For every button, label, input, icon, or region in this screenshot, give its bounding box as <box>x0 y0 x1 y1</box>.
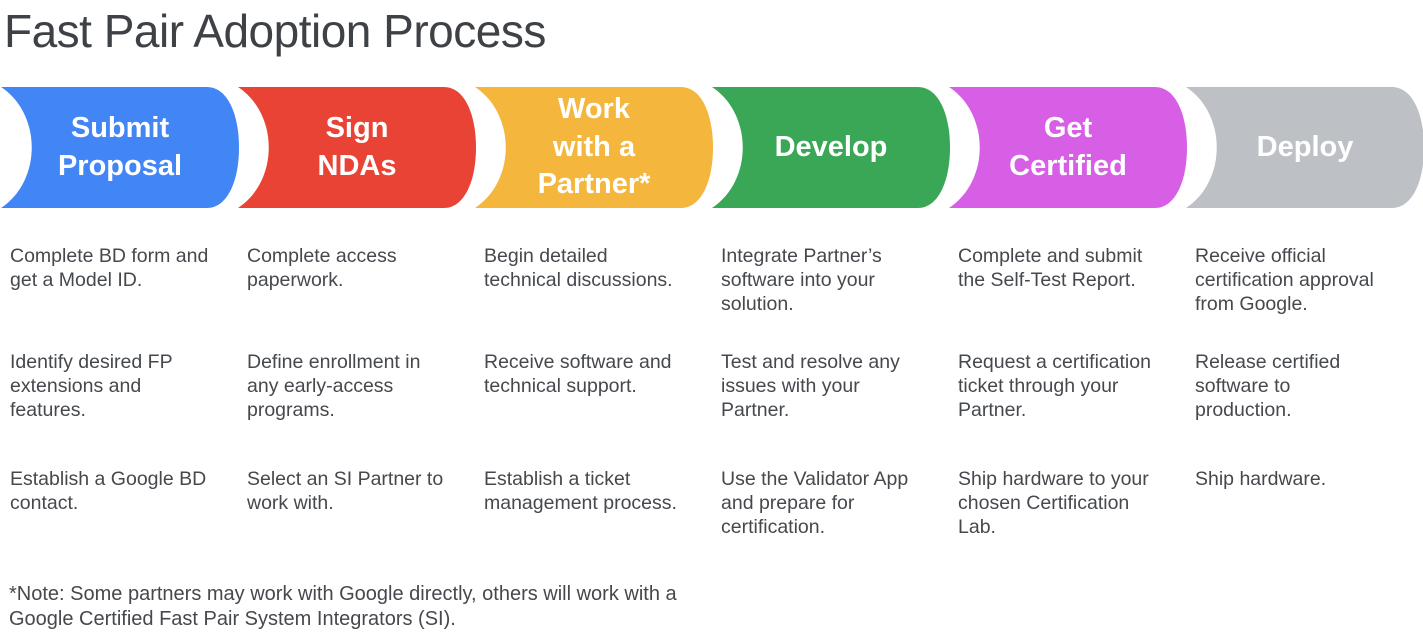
footnote: *Note: Some partners may work with Googl… <box>9 583 677 630</box>
step-text: Request a certification ticket through y… <box>958 351 1151 421</box>
stage-shape <box>949 87 1187 208</box>
step-text: Receive software and technical support. <box>484 351 672 397</box>
stage-shape <box>712 87 950 208</box>
stage-deploy: Deploy <box>1186 87 1423 208</box>
process-band: Submit Proposal Sign NDAs Work with a Pa… <box>0 87 1423 208</box>
step-text: Receive official certification approval … <box>1195 245 1374 315</box>
step-text: Release certified software to production… <box>1195 351 1341 421</box>
step-text: Establish a ticket management process. <box>484 468 677 514</box>
step-text: Complete access paperwork. <box>247 245 397 291</box>
page-title: Fast Pair Adoption Process <box>4 5 546 57</box>
step-text: Begin detailed technical discussions. <box>484 245 673 291</box>
step-text: Ship hardware to your chosen Certificati… <box>958 468 1149 538</box>
stage-work-with-partner: Work with a Partner* <box>475 87 713 208</box>
step-text: Define enrollment in any early-access pr… <box>247 351 421 421</box>
step-text: Select an SI Partner to work with. <box>247 468 444 514</box>
step-text: Test and resolve any issues with your Pa… <box>721 351 900 421</box>
step-text: Use the Validator App and prepare for ce… <box>721 468 909 538</box>
step-text: Integrate Partner’s software into your s… <box>721 245 882 315</box>
stage-sign-ndas: Sign NDAs <box>238 87 476 208</box>
step-text: Identify desired FP extensions and featu… <box>10 351 173 421</box>
stage-shape <box>238 87 476 208</box>
stage-shape <box>1 87 239 208</box>
stage-submit-proposal: Submit Proposal <box>1 87 239 208</box>
stage-shape <box>1186 87 1423 208</box>
step-text: Establish a Google BD contact. <box>10 468 207 514</box>
step-text: Complete BD form and get a Model ID. <box>10 245 209 291</box>
stage-develop: Develop <box>712 87 950 208</box>
steps-grid: Complete BD form and get a Model ID. Ide… <box>10 244 1423 539</box>
stage-get-certified: Get Certified <box>949 87 1187 208</box>
stage-shape <box>475 87 713 208</box>
step-text: Ship hardware. <box>1195 468 1327 490</box>
step-text: Complete and submit the Self-Test Report… <box>958 245 1143 291</box>
